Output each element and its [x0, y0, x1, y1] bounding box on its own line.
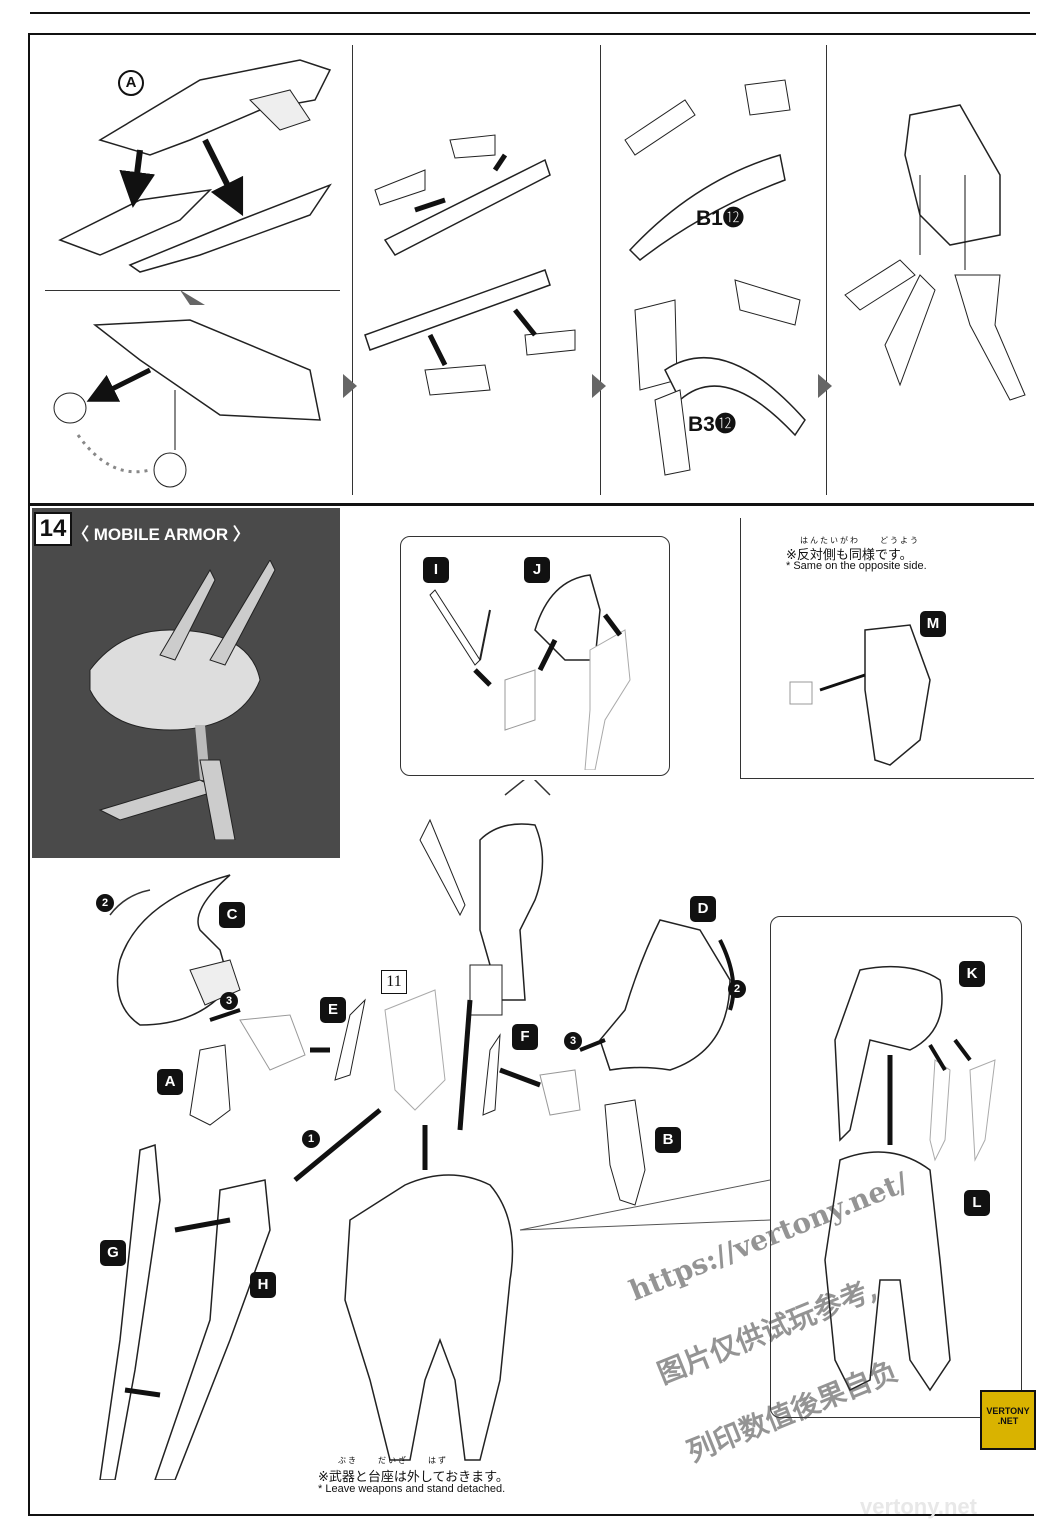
- step-number-3-left: 3: [220, 992, 238, 1010]
- m-part-diagram: [789, 624, 931, 766]
- panel3-arrow: [592, 374, 606, 398]
- part-code-b1: B1⓬: [696, 207, 744, 230]
- callout-k: K: [959, 961, 985, 987]
- callout-h: H: [250, 1272, 276, 1298]
- logo-line1: VERTONY: [986, 1406, 1030, 1416]
- step14-title: 〈 MOBILE ARMOR 〉: [72, 525, 250, 544]
- opposite-side-panel-bottom: [740, 778, 1034, 779]
- main-assembly-diagram: [99, 780, 771, 1480]
- vertony-logo: VERTONY .NET: [980, 1390, 1036, 1450]
- callout-f: F: [512, 1024, 538, 1050]
- opposite-side-panel-border: [740, 518, 741, 778]
- panel1-diagram: [53, 59, 332, 488]
- callout-a-top: A: [118, 70, 144, 96]
- note-weapons-ruby: ぶき だいざ はず: [338, 1456, 448, 1465]
- callout-b: B: [655, 1127, 681, 1153]
- mobile-armor-photo-model: [89, 560, 276, 840]
- kl-detail-diagram: [824, 965, 996, 1392]
- logo-line2: .NET: [997, 1416, 1019, 1426]
- note-opposite-ruby: はんたいがわ どうよう: [800, 536, 920, 545]
- page-top-rule: [30, 12, 1030, 14]
- panel2-diagram: [364, 134, 576, 396]
- note-weapons-jp: ※武器と台座は外しておきます。: [318, 1469, 509, 1484]
- top-section-frame: [28, 33, 1036, 505]
- section-divider: [28, 503, 1034, 506]
- step14-number: 14: [34, 512, 72, 546]
- callout-g: G: [100, 1240, 126, 1266]
- top-divider-3: [826, 45, 827, 495]
- ij-detail-diagram: [429, 574, 631, 770]
- step-number-3-right: 3: [564, 1032, 582, 1050]
- panel4-diagram: [844, 104, 1026, 401]
- step14-frame-left: [28, 506, 30, 1516]
- callout-l: L: [964, 1190, 990, 1216]
- ij-detail-bubble: [400, 536, 670, 776]
- watermark-footer: vertony.net: [860, 1494, 977, 1519]
- top-divider-1: [352, 45, 353, 495]
- callout-i: I: [423, 557, 449, 583]
- top-divider-2: [600, 45, 601, 495]
- part-code-b3: B3⓬: [688, 413, 736, 436]
- step-number-2-right: 2: [728, 980, 746, 998]
- callout-m: M: [920, 611, 946, 637]
- kl-detail-panel: [770, 916, 1022, 1418]
- runner-box-11: 11: [381, 970, 407, 994]
- note-opposite-jp: ※反対側も同様です。: [786, 547, 913, 562]
- callout-c: C: [219, 902, 245, 928]
- note-opposite-en: * Same on the opposite side.: [786, 560, 927, 572]
- step-number-2-left: 2: [96, 894, 114, 912]
- callout-e: E: [320, 997, 346, 1023]
- step14-frame-bottom: [28, 1514, 1034, 1516]
- panel4-arrow: [818, 374, 832, 398]
- callout-a-bottom: A: [157, 1069, 183, 1095]
- panel3-diagram: [624, 79, 806, 476]
- panel2-arrow: [343, 374, 357, 398]
- note-weapons-en: * Leave weapons and stand detached.: [318, 1483, 506, 1495]
- step-number-1: 1: [302, 1130, 320, 1148]
- callout-d: D: [690, 896, 716, 922]
- top-left-horizontal-rule: [45, 290, 340, 291]
- callout-j: J: [524, 557, 550, 583]
